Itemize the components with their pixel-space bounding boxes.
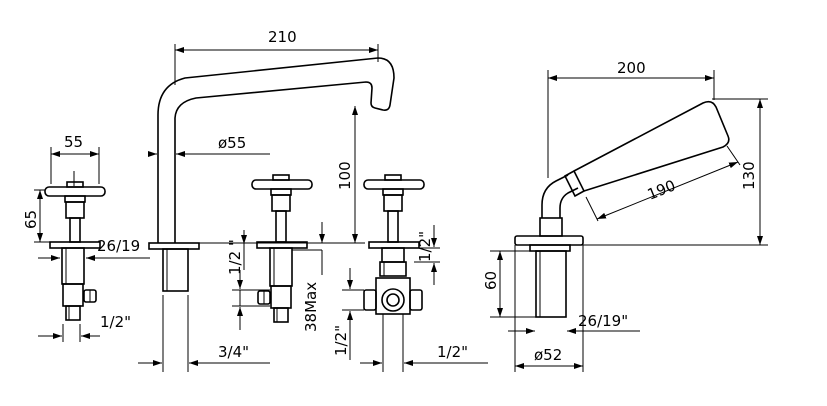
dim-valve-side-thread: 1/2 " [226,222,330,275]
dim-shower-reach: 200 [547,59,715,178]
dim-valve-bottom-left: 1/2" [332,268,364,360]
label-shower-base-height: 60 [482,271,500,290]
dim-spout-diameter: ø55 [148,134,270,157]
spout [148,57,395,292]
dim-valve-bottom-right: 1/2" [360,343,488,366]
label-base-thread: 26/19 [97,237,140,255]
label-shower-base-diameter: ø52 [534,346,562,364]
label-max-deck: 38Max [302,282,320,332]
label-valve-inlet-left: 1/2" [100,313,131,331]
label-shower-height: 130 [740,161,758,190]
dim-shower-height: 130 [583,98,768,246]
dim-max-deck: 38Max [232,270,320,332]
label-valve-side-thread: 1/2 " [226,239,244,275]
label-shower-reach: 200 [617,59,646,77]
label-shower-thread: 26/19" [578,312,628,330]
label-valve-bottom-right: 1/2" [437,343,468,361]
dim-shower-thread: 26/19" [508,312,640,334]
dim-spout-reach: 210 [174,28,379,85]
dim-valve-inlet-left: 1/2" [38,313,131,342]
label-spout-inlet: 3/4" [218,343,249,361]
dim-shower-base-diameter: ø52 [514,245,584,372]
dim-handle-width: 55 [50,133,100,184]
middle-valve [251,174,313,323]
label-valve-right-side: 1/2" [416,231,434,262]
label-valve-bottom-left: 1/2" [332,325,350,356]
label-spout-rise: 100 [336,161,354,190]
dim-shower-base-height: 60 [482,250,536,318]
label-spout-diameter: ø55 [218,134,246,152]
hand-shower [514,100,730,318]
label-handle-width: 55 [64,133,83,151]
dim-spout-inlet: 3/4" [138,295,270,372]
dim-base-thread: 26/19 [38,237,150,261]
dim-handle-height: 65 [22,189,50,243]
left-valve-side-view [44,171,106,321]
dim-valve-right-side: 1/2" [414,225,440,285]
label-shower-length: 190 [645,176,678,203]
right-valve-with-connector [363,174,425,372]
label-spout-reach: 210 [268,28,297,46]
label-handle-height: 65 [22,210,40,229]
dim-spout-rise: 100 [199,106,365,244]
